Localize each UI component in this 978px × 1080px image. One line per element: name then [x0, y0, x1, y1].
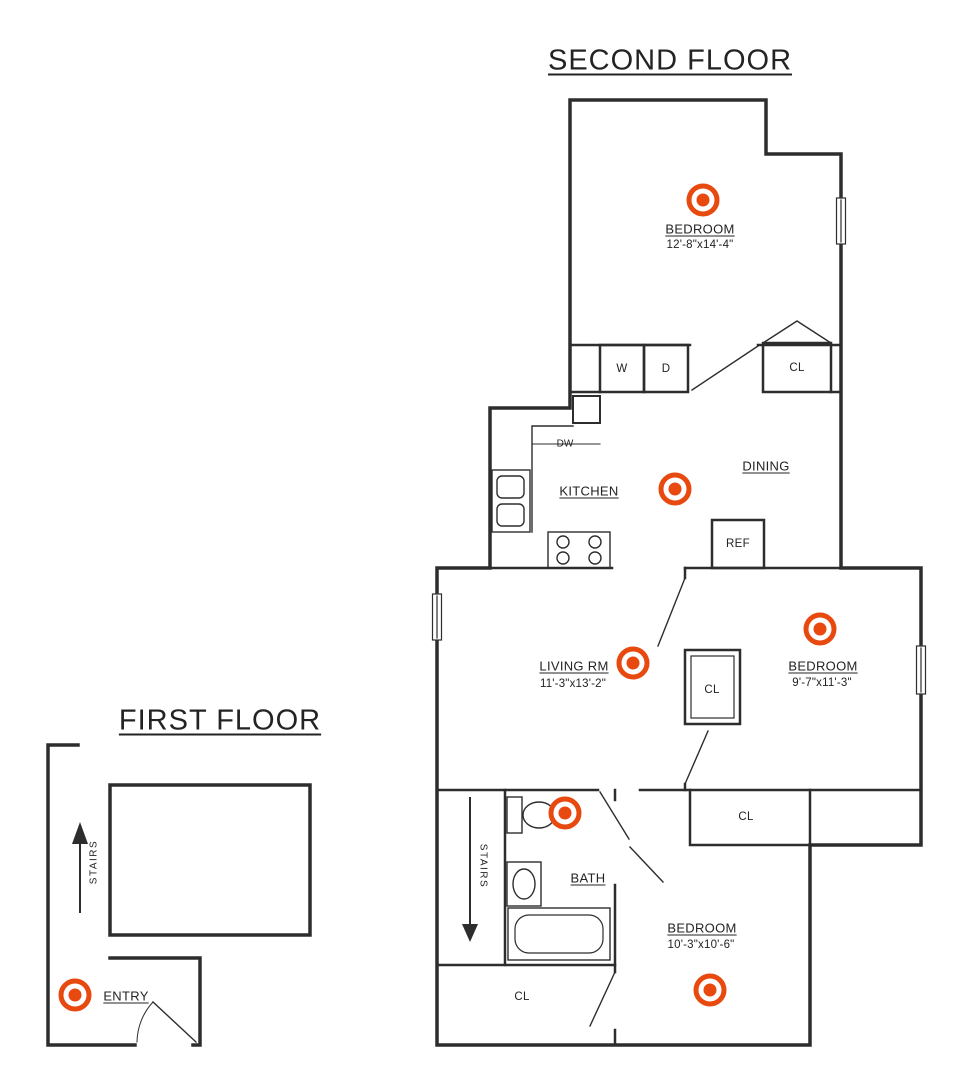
living-room-dims: 11'-3"x13'-2": [539, 678, 607, 690]
closet-bottom-label: CL: [514, 991, 530, 1003]
dishwasher-box: [572, 395, 601, 424]
hotspot-marker-living-room[interactable]: [616, 646, 650, 680]
bedroom-right-lower-door: [684, 730, 709, 785]
bedroom-bottom-label: BEDROOM: [667, 920, 737, 936]
bedroom-top-dims: 12'-8"x14'-4": [666, 239, 734, 251]
hotspot-marker-bedroom-top[interactable]: [686, 183, 720, 217]
bedroom-top-label: BEDROOM: [665, 221, 735, 237]
bedroom-right-dims: 9'-7"x11'-3": [792, 677, 852, 689]
marker-dot: [813, 622, 827, 636]
closet-middle-label: CL: [704, 684, 720, 696]
marker-dot: [68, 988, 82, 1002]
closet-bottom-door: [589, 971, 616, 1027]
entry-door: [136, 1001, 197, 1043]
entry-label: ENTRY: [103, 988, 149, 1004]
entry-door-swing: [136, 1001, 154, 1043]
sink-bowl-bottom: [496, 503, 525, 527]
burner: [588, 535, 602, 549]
sink-unit: [491, 469, 531, 533]
closet-middle-door: [690, 655, 735, 719]
hotspot-marker-dining[interactable]: [658, 472, 692, 506]
sink-bowl-top: [496, 475, 525, 499]
bedroom-right-upper-door: [657, 577, 686, 647]
marker-dot: [626, 656, 640, 670]
dishwasher-label: DW: [556, 438, 574, 450]
counter-line: [531, 425, 574, 533]
closet-hall-label: CL: [738, 811, 754, 823]
burner: [556, 551, 570, 565]
hotspot-marker-bedroom-right[interactable]: [803, 612, 837, 646]
burner: [588, 551, 602, 565]
dining-label: DINING: [742, 458, 790, 474]
closet-top-label: CL: [789, 362, 805, 374]
bath-fixtures: [506, 796, 611, 961]
hall-door: [599, 791, 630, 840]
tub: [507, 907, 611, 961]
first-floor-title: FIRST FLOOR: [118, 704, 322, 737]
hotspot-marker-entry[interactable]: [58, 978, 92, 1012]
bath-label: BATH: [570, 870, 606, 886]
marker-dot: [668, 482, 682, 496]
dryer-label: D: [661, 363, 671, 375]
second-floor-title: SECOND FLOOR: [547, 44, 793, 77]
washer-label: W: [616, 363, 628, 375]
bedroom-right-label: BEDROOM: [788, 658, 858, 674]
first-floor-walls: [46, 743, 312, 1047]
refrigerator-label: REF: [726, 538, 750, 550]
bedroom-bottom-dims: 10'-3"x10'-6": [667, 939, 735, 951]
marker-dot: [703, 983, 717, 997]
second-floor-doors: [589, 320, 832, 1027]
living-room-label: LIVING RM: [539, 658, 609, 674]
bath-sink: [506, 861, 542, 907]
bedroom-top-door: [691, 345, 759, 391]
range: [547, 531, 611, 569]
closet-bifold-door: [762, 320, 832, 344]
stairs-up-arrow: [72, 822, 88, 913]
hotspot-marker-bedroom-bottom[interactable]: [693, 973, 727, 1007]
bath-sink-bowl: [512, 868, 536, 900]
stairs-down-arrow: [462, 797, 478, 942]
kitchen-label: KITCHEN: [559, 483, 619, 499]
marker-dot: [558, 806, 572, 820]
bath-door: [629, 846, 664, 883]
hotspot-marker-bath[interactable]: [548, 796, 582, 830]
stairs-up-label: STAIRS: [88, 839, 100, 885]
burner: [556, 535, 570, 549]
second-floor-interior-walls: [435, 341, 923, 1047]
entry-door-leaf: [152, 1001, 197, 1043]
kitchen-fixtures: [491, 395, 611, 569]
windows: [431, 197, 927, 695]
tub-inner: [514, 914, 604, 954]
marker-dot: [696, 193, 710, 207]
stairs-down-label: STAIRS: [477, 843, 489, 889]
toilet-tank: [506, 796, 523, 834]
